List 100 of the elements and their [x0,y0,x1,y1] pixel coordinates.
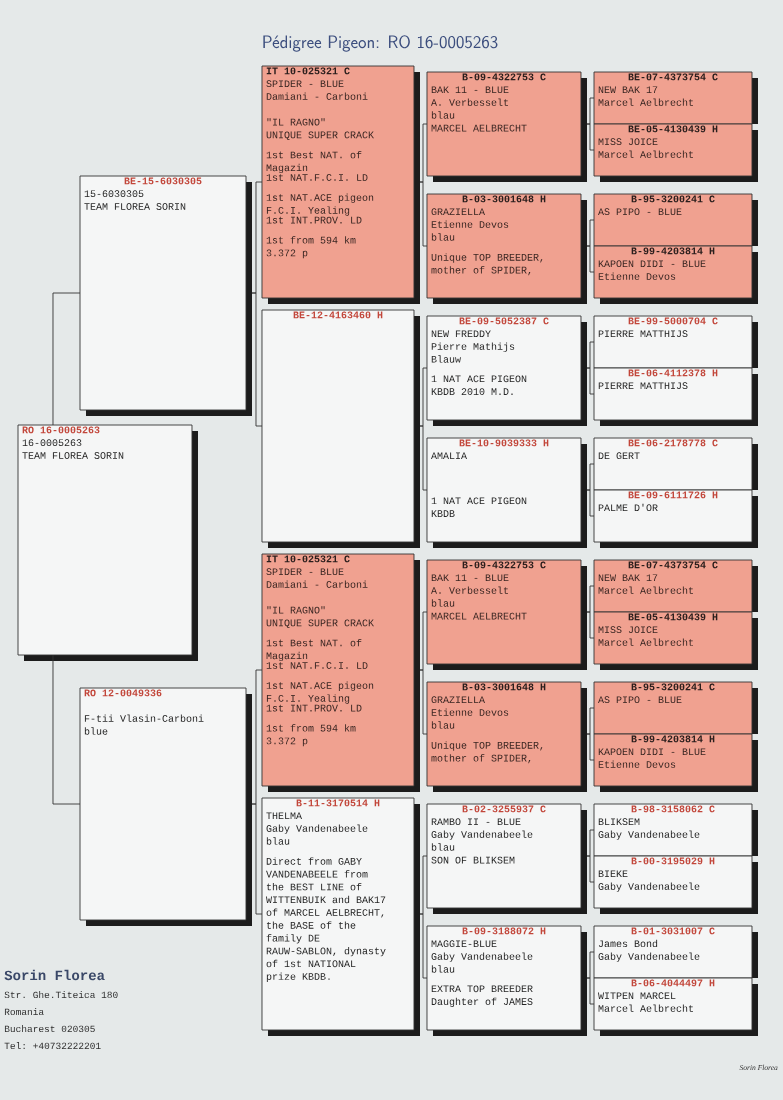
detail-text: RAMBO II - BLUE [431,818,521,826]
pedigree-card [593,71,758,125]
ring-number: BE-05-4130439 H [628,125,718,133]
detail-text: Damiani - Carboni [266,92,368,100]
connector-line [586,977,595,1005]
detail-text: 15-6030305 [84,190,144,198]
detail-text: Etienne Devos [598,760,676,768]
connector-line [586,463,595,491]
detail-text: Marcel Aelbrecht [598,1004,693,1012]
detail-text: Blauw [431,355,461,363]
pedigree-card [426,193,587,304]
connector-line [419,913,428,979]
connector-line [251,803,263,915]
pedigree-card [426,315,587,426]
pedigree-card [593,733,758,792]
connector-line [586,489,595,517]
detail-text: BAK 11 - BLUE [431,574,509,582]
connector-line [586,733,595,761]
detail-text: 1st NAT.F.C.I. LD [266,662,368,669]
pedigree-card [17,424,198,661]
pedigree-card [426,71,587,182]
detail-text: blau [431,721,455,729]
connector-line [586,123,595,151]
detail-text: 1st INT.PROV. LD [266,216,362,224]
pedigree-card [593,803,758,857]
connector-line [586,341,595,369]
detail-text: 1st Best NAT. of Magazin [266,151,362,174]
detail-text: PALME D'OR [598,503,658,512]
detail-text: Marcel Aelbrecht [598,638,693,646]
detail-text: blue [84,727,108,735]
detail-text: MAGGIE-BLUE [431,940,497,948]
connector-line [52,292,81,426]
detail-text: SPIDER - BLUE [266,568,344,576]
detail-text: blau [266,837,290,845]
detail-text: WITPEN MARCEL [598,992,676,1000]
detail-text: A. Verbesselt [431,586,508,594]
pedigree-card [593,245,758,304]
ring-number: BE-10-9039333 H [459,439,549,447]
detail-text: PIERRE MATTHIJS [598,330,688,338]
ring-number: B-99-4203814 H [631,735,715,743]
detail-text: 1st NAT.ACE pigeon F.C.I. Yealing [266,681,374,704]
detail-text: "IL RAGNO" [267,606,325,614]
address-line: Romania [4,1008,44,1016]
ring-number: B-02-3255937 C [462,805,546,813]
detail-text: "IL RAGNO" [267,118,325,126]
detail-text: A. Verbesselt [431,98,508,106]
ring-number: B-06-4044497 H [631,979,715,987]
ring-number: BE-09-5052387 C [459,317,549,325]
pedigree-card [593,315,758,369]
ring-number: B-98-3158062 C [631,805,715,813]
pedigree-card [261,309,420,548]
detail-text: 1 NAT ACE PIGEON KBDB [431,497,527,517]
detail-text: 1st INT.PROV. LD [266,704,362,712]
ring-number: BE-05-4130439 H [628,613,718,621]
detail-text: Gaby Vandenabeele [598,830,700,840]
pedigree-card [426,925,587,1036]
pedigree-card [426,803,587,914]
connector-line [419,611,428,671]
pedigree-card [593,611,758,670]
ring-number: B-11-3170514 H [296,799,380,807]
pedigree-card [593,559,758,613]
detail-text: GRAZIELLA [431,208,485,216]
detail-text: KAPOEN DIDI - BLUE [598,748,706,756]
detail-text: blau [431,111,455,119]
pedigree-card [593,367,758,426]
address-line: Str. Ghe.Titeica 180 [4,991,118,999]
connector-line [586,707,595,735]
detail-text: NEW BAK 17 [598,574,658,581]
detail-text: PIERRE MATTHIJS [598,382,688,390]
ring-number: BE-06-2178778 C [628,439,718,447]
detail-text: Unique TOP BREEDER, mother of SPIDER, [431,741,543,764]
ring-number: BE-06-4112378 H [628,369,718,377]
connector-line [586,97,595,125]
detail-text: BLIKSEM [598,818,640,826]
detail-text: DE GERT [598,452,640,460]
ring-number: IT 10-025321 C [266,67,350,75]
breeder-name: Sorin Florea [4,969,105,981]
pedigree-card [593,681,758,735]
detail-text: 1st from 594 km 3.372 p [266,236,356,259]
pedigree-card [261,797,420,1036]
connector-line [586,245,595,273]
page-title: Pédigree Pigeon: RO 16-0005263 [263,35,498,52]
pedigree-card [593,977,758,1036]
connector-line [419,181,428,247]
detail-text: Marcel Aelbrecht [598,586,693,594]
detail-text: UNIQUE SUPER CRACK [266,619,374,629]
detail-text: Etienne Devos [598,272,676,280]
ring-number: IT 10-025321 C [266,555,350,563]
connector-line [586,219,595,247]
pedigree-card [593,855,758,914]
detail-text: blau [431,233,455,241]
detail-text: THELMA [266,812,302,819]
detail-text: SON OF BLIKSEM [431,856,515,864]
connector-line [419,367,428,427]
detail-text: Gaby Vandenabeele [431,830,533,840]
ring-number: B-03-3001648 H [462,683,546,691]
detail-text: TEAM FLOREA SORIN [84,203,186,210]
detail-text: Gaby Vandenabeele [266,824,368,834]
connector-line [586,951,595,979]
detail-text: Marcel Aelbrecht [598,98,693,106]
